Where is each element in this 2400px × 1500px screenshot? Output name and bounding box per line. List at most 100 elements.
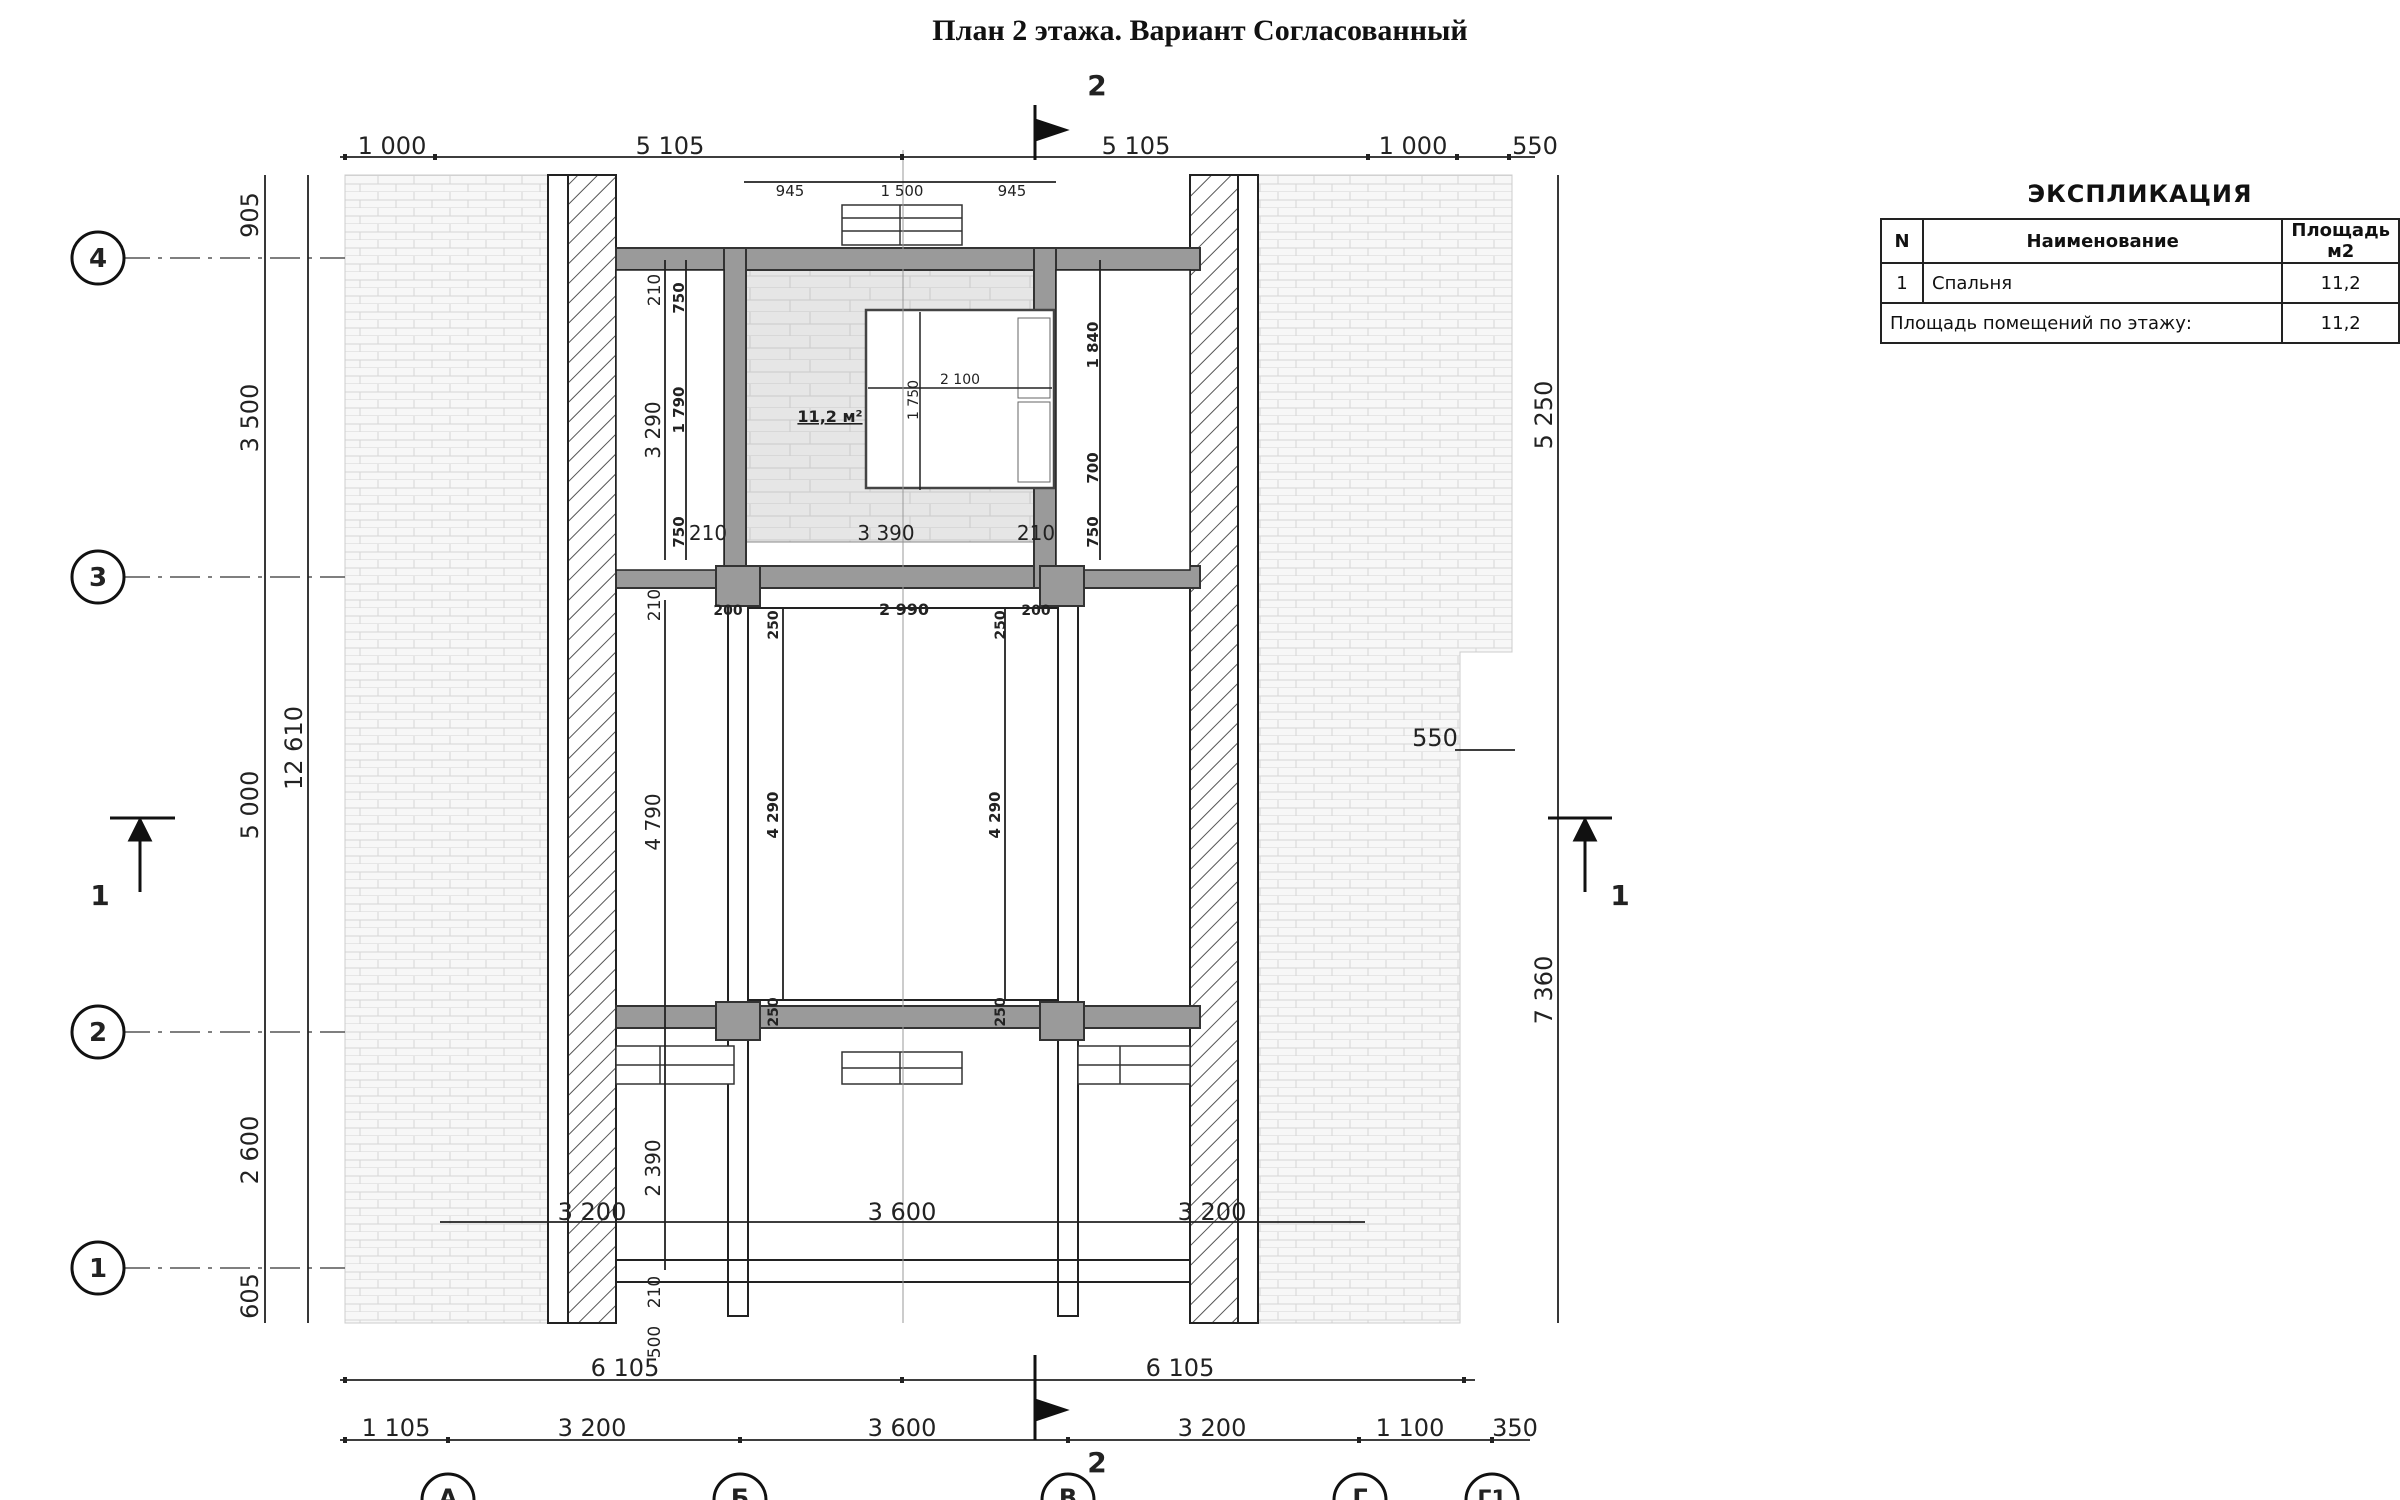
row-area: 11,2 bbox=[2281, 262, 2400, 304]
axis-col-v: В bbox=[1059, 1484, 1077, 1500]
bed bbox=[864, 308, 1056, 490]
section-label-right: 1 bbox=[1610, 879, 1629, 912]
explication-header-row: N Наименование Площадь м2 bbox=[1880, 218, 2400, 264]
interior-dim: 250 bbox=[993, 610, 1009, 639]
columns bbox=[715, 565, 1085, 1041]
explication-title: ЭКСПЛИКАЦИЯ bbox=[2027, 180, 2253, 208]
interior-dim: 2 990 bbox=[879, 600, 929, 619]
interior-dim: 1 790 bbox=[670, 387, 688, 434]
wall-left-outer bbox=[547, 174, 569, 1324]
interior-dim: 4 790 bbox=[641, 793, 665, 850]
interior-dim: 750 bbox=[670, 516, 688, 547]
total-label: Площадь помещений по этажу: bbox=[1879, 302, 2284, 344]
interior-dim: 210 bbox=[645, 589, 665, 621]
row-name: Спальня bbox=[1921, 262, 2284, 304]
bottom-dim: 350 bbox=[1492, 1414, 1538, 1442]
right-dim: 7 360 bbox=[1530, 956, 1558, 1025]
interior-dim: 1 500 bbox=[881, 182, 924, 200]
axis-row-2: 2 bbox=[89, 1018, 107, 1048]
interior-dim: 210 bbox=[645, 1276, 665, 1308]
interior-dim: 210 bbox=[689, 521, 727, 545]
terrace-right bbox=[1254, 174, 1513, 1324]
bottom-dim: 3 200 bbox=[1178, 1414, 1247, 1442]
left-dim: 5 000 bbox=[236, 771, 264, 840]
wall-right-outer bbox=[1237, 174, 1259, 1324]
bottom-dim: 1 100 bbox=[1376, 1414, 1445, 1442]
interior-dim: 500 bbox=[645, 1326, 665, 1358]
axis-col-g: Г bbox=[1352, 1484, 1367, 1500]
window-tables bbox=[615, 204, 1191, 1085]
top-dim: 5 105 bbox=[1102, 132, 1171, 160]
section-label-bottom: 2 bbox=[1087, 1446, 1106, 1479]
interior-dim: 200 bbox=[713, 603, 742, 619]
header-name: Наименование bbox=[1921, 218, 2284, 264]
top-dim: 1 000 bbox=[358, 132, 427, 160]
interior-dim: 2 390 bbox=[641, 1139, 665, 1196]
span-dim: 3 200 bbox=[1178, 1198, 1247, 1226]
section-label-top: 2 bbox=[1087, 69, 1106, 102]
explication-legend: ЭКСПЛИКАЦИЯ N Наименование Площадь м2 1 … bbox=[1879, 180, 2400, 344]
left-dim: 3 500 bbox=[236, 384, 264, 453]
interior-dim: 3 290 bbox=[641, 401, 665, 458]
axis-col-b: Б bbox=[731, 1484, 749, 1500]
interior-dim: 3 390 bbox=[857, 521, 914, 545]
section-markers bbox=[110, 105, 1612, 1440]
terrace-left bbox=[344, 174, 551, 1324]
interior-dim: 945 bbox=[998, 182, 1027, 200]
left-total-dim: 12 610 bbox=[280, 706, 308, 790]
interior-dim: 250 bbox=[993, 997, 1009, 1026]
interior-dim: 200 bbox=[1021, 603, 1050, 619]
total-value: 11,2 bbox=[2281, 302, 2400, 344]
interior-dim: 4 290 bbox=[764, 792, 782, 839]
header-area: Площадь м2 bbox=[2281, 218, 2400, 264]
interior-dim: 750 bbox=[670, 282, 688, 313]
interior-dim: 250 bbox=[766, 610, 782, 639]
interior-dim: 250 bbox=[766, 997, 782, 1026]
col-axis-circles bbox=[420, 1472, 1520, 1500]
axis-row-3: 3 bbox=[89, 563, 107, 593]
left-dim: 905 bbox=[236, 192, 264, 238]
wall-left bbox=[567, 174, 617, 1324]
left-dim: 2 600 bbox=[236, 1116, 264, 1185]
wall-right bbox=[1189, 174, 1239, 1324]
page-title: План 2 этажа. Вариант Согласованный bbox=[932, 14, 1468, 47]
interior-dim: 1 840 bbox=[1084, 322, 1102, 369]
bottom-dim: 6 105 bbox=[1146, 1354, 1215, 1382]
top-dim: 5 105 bbox=[636, 132, 705, 160]
axis-row-1: 1 bbox=[89, 1254, 107, 1284]
axis-row-4: 4 bbox=[89, 244, 107, 274]
right-dim: 550 bbox=[1412, 724, 1458, 752]
total-row: Площадь помещений по этажу: 11,2 bbox=[1879, 302, 2400, 344]
interior-dim: 210 bbox=[1017, 521, 1055, 545]
room-area-label: 11,2 м² bbox=[797, 407, 862, 426]
bottom-dim: 6 105 bbox=[591, 1354, 660, 1382]
header-n: N bbox=[1880, 218, 1924, 264]
axis-col-a: А bbox=[439, 1484, 458, 1500]
span-dim: 3 600 bbox=[868, 1198, 937, 1226]
row-n: 1 bbox=[1880, 262, 1924, 304]
interior-dim: 2 100 bbox=[940, 372, 980, 388]
row-axis-lines bbox=[120, 257, 345, 1269]
interior-dim: 4 290 bbox=[986, 792, 1004, 839]
interior-dim: 700 bbox=[1084, 452, 1102, 483]
interior-dim: 945 bbox=[776, 182, 805, 200]
interior-dim: 1 750 bbox=[906, 380, 922, 420]
section-label-left: 1 bbox=[90, 879, 109, 912]
top-dim: 1 000 bbox=[1379, 132, 1448, 160]
left-dim: 605 bbox=[236, 1273, 264, 1319]
interior-dim: 210 bbox=[645, 274, 665, 306]
table-row: 1 Спальня 11,2 bbox=[1880, 262, 2400, 304]
top-dim: 550 bbox=[1512, 132, 1558, 160]
interior-dim: 750 bbox=[1084, 516, 1102, 547]
explication-table: N Наименование Площадь м2 1 Спальня 11,2… bbox=[1879, 218, 2400, 344]
span-dim: 3 200 bbox=[558, 1198, 627, 1226]
right-dim: 5 250 bbox=[1530, 381, 1558, 450]
row-axis-circles bbox=[70, 230, 126, 1296]
bottom-dim: 1 105 bbox=[362, 1414, 431, 1442]
bottom-dim: 3 200 bbox=[558, 1414, 627, 1442]
axis-col-g1: Г1 bbox=[1477, 1487, 1506, 1500]
dimension-lines bbox=[264, 156, 1559, 1441]
dim-ticks bbox=[343, 154, 1511, 1443]
bottom-dim: 3 600 bbox=[868, 1414, 937, 1442]
